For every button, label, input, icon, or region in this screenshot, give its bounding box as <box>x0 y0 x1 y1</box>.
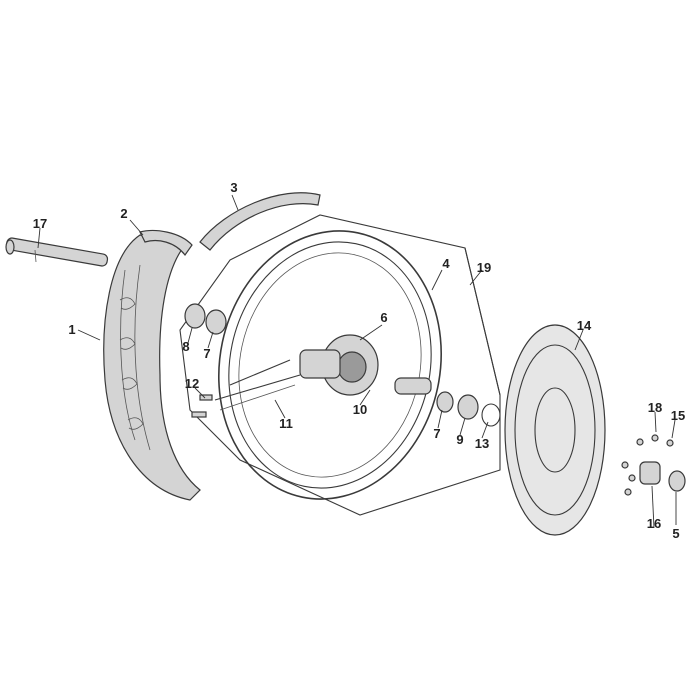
seal-9-part <box>457 394 479 420</box>
callout-9: 9 <box>456 432 463 447</box>
bearing-7-right-part <box>436 391 454 413</box>
leader-lines <box>37 194 677 529</box>
callout-18: 18 <box>648 400 662 415</box>
small-hardware-part <box>621 434 686 496</box>
spacer-tube-part <box>394 377 432 395</box>
callout-16: 16 <box>647 516 661 531</box>
tyre-part <box>103 234 201 501</box>
callout-17: 17 <box>33 216 47 231</box>
callout-19: 19 <box>477 260 491 275</box>
tyre-cap-part <box>139 229 193 257</box>
callout-12: 12 <box>185 376 199 391</box>
callout-7-right: 7 <box>433 426 440 441</box>
bearing-8-part <box>184 303 206 329</box>
callout-13: 13 <box>475 436 489 451</box>
assembly-group-outline <box>179 214 501 516</box>
callout-15: 15 <box>671 408 685 423</box>
callout-14: 14 <box>577 318 592 333</box>
callout-8: 8 <box>182 339 189 354</box>
callout-6: 6 <box>380 310 387 325</box>
axle-part <box>5 237 109 267</box>
callout-3: 3 <box>230 180 237 195</box>
group-outline-edge <box>464 247 501 396</box>
bolts-12-part <box>191 394 213 418</box>
callout-10: 10 <box>353 402 367 417</box>
circlip-13-part <box>481 403 501 427</box>
spoke-rods-part <box>214 359 301 411</box>
brake-disc-part <box>504 324 606 536</box>
callout-5: 5 <box>672 526 679 541</box>
callout-1: 1 <box>68 322 75 337</box>
callout-labels: 1 2 3 4 5 6 7 7 8 9 10 11 12 13 14 15 16… <box>33 180 685 541</box>
hub-part <box>299 334 379 396</box>
bearing-7-left-part <box>205 309 227 335</box>
callout-11: 11 <box>279 416 293 431</box>
callout-2: 2 <box>120 206 127 221</box>
rim-band-part <box>199 192 321 251</box>
callout-7-left: 7 <box>203 346 210 361</box>
callout-4: 4 <box>442 256 450 271</box>
